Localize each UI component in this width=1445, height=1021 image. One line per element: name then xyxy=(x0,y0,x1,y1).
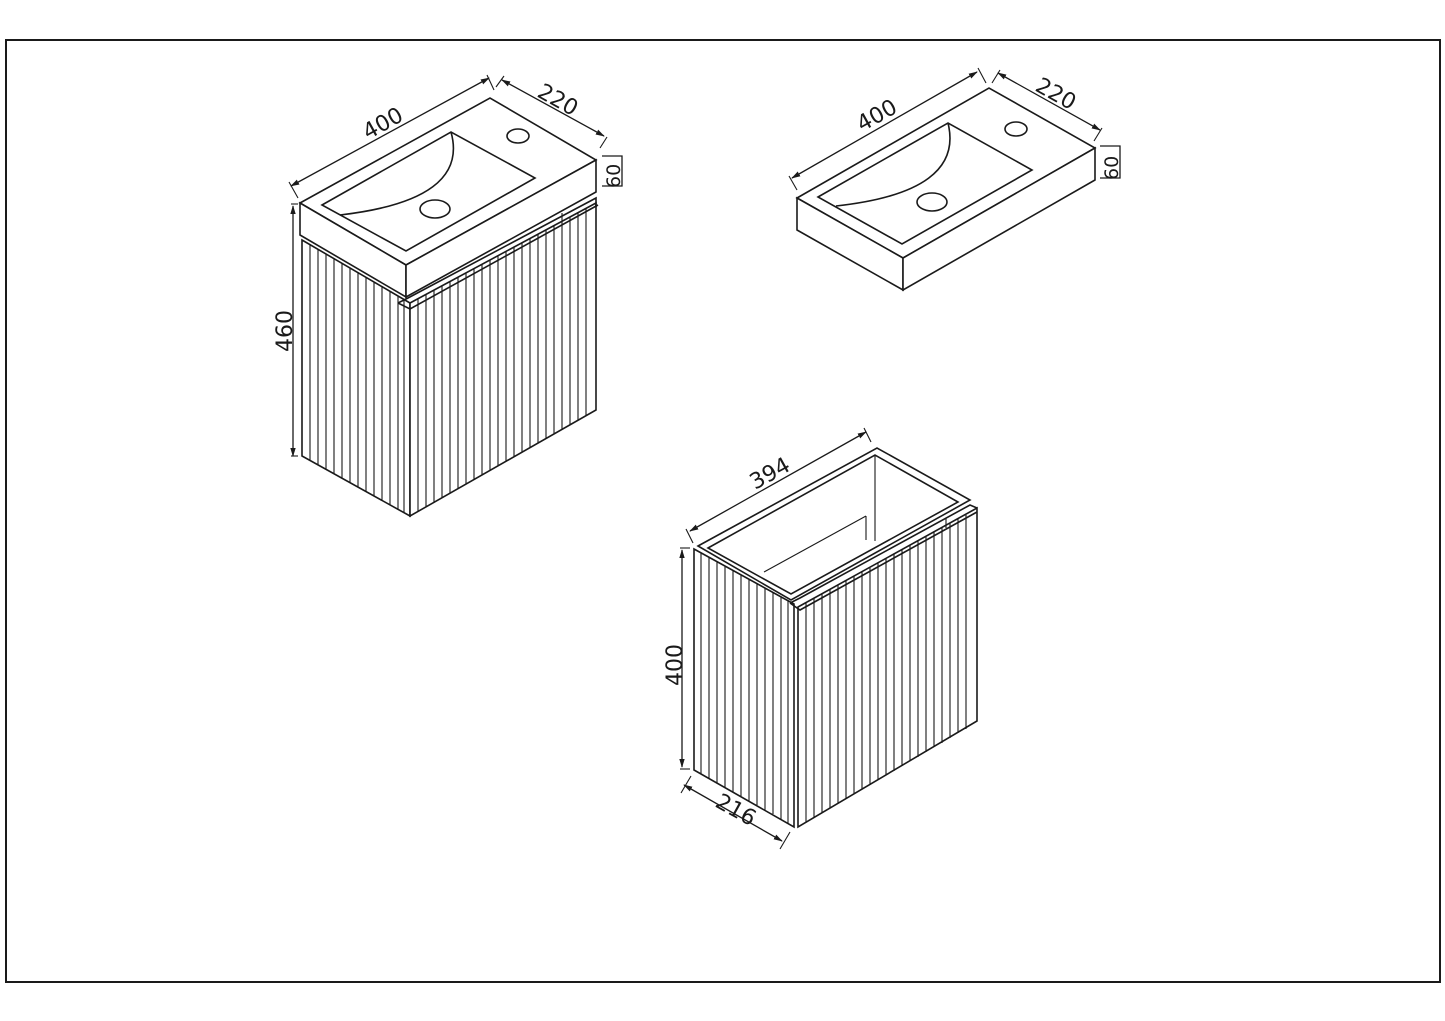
dimension-height-400: 400 xyxy=(663,547,690,770)
drawing-frame xyxy=(5,39,1441,983)
dim-label-basin-height: 60 xyxy=(603,164,625,188)
dim-label-total-height: 460 xyxy=(273,310,298,352)
dim-label-depth: 220 xyxy=(1031,73,1080,115)
dim-label-depth: 220 xyxy=(533,79,582,121)
drain-hole xyxy=(916,192,948,212)
dim-label-height: 400 xyxy=(663,644,688,686)
dimension-height-60: 60 xyxy=(1100,145,1123,180)
dim-label-height: 60 xyxy=(1101,156,1123,180)
cabinet-side-panel xyxy=(693,547,795,829)
dim-label-width: 400 xyxy=(359,103,408,145)
dimension-height-460: 460 xyxy=(273,203,298,457)
cabinet-door-panel xyxy=(397,196,599,518)
dim-label-width: 400 xyxy=(853,95,902,137)
view-basin-only: 400 220 60 xyxy=(788,67,1123,292)
view-cabinet-with-basin: 400 220 60 460 xyxy=(273,74,625,518)
cabinet-door-panel xyxy=(789,504,978,829)
drain-hole xyxy=(419,199,451,219)
view-cabinet-only: 394 400 216 xyxy=(663,427,978,850)
cabinet-side-panel xyxy=(301,238,411,518)
dim-label-width: 394 xyxy=(746,453,795,495)
dimension-height-60: 60 xyxy=(602,155,625,188)
